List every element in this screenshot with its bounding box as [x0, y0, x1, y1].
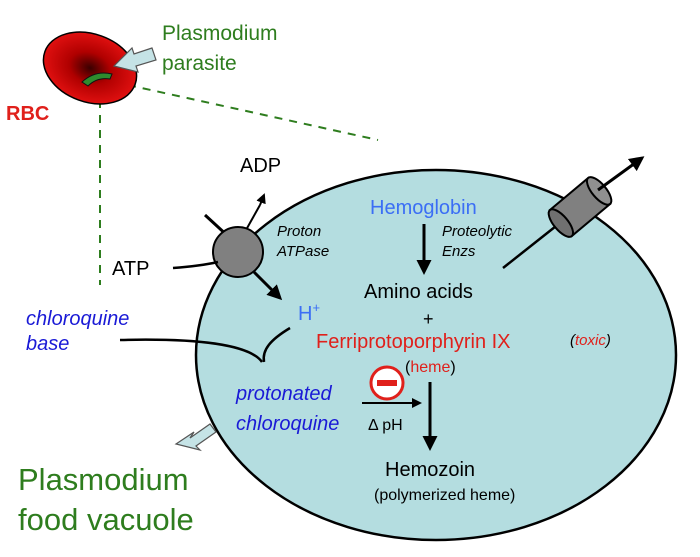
polymerized-heme-label: (polymerized heme)	[374, 487, 515, 504]
parasite-pointer-arrow	[112, 46, 157, 73]
food-vacuole-label: Plasmodium food vacuole	[18, 462, 197, 537]
proton-atpase-pump	[212, 226, 264, 278]
proteolytic-label: Proteolytic Enzs	[442, 223, 516, 260]
atp-label: ATP	[112, 258, 149, 280]
protonated-chloroquine-label: protonated chloroquine	[235, 383, 339, 435]
amino-acid-transporter	[547, 176, 613, 238]
adp-label: ADP	[240, 155, 281, 177]
atp-line	[172, 260, 219, 270]
heme-label: (heme)	[405, 359, 456, 376]
adp-arrow	[256, 193, 266, 206]
toxic-label: (toxic)	[570, 332, 611, 349]
food-vacuole	[194, 168, 678, 542]
chloroquine-path	[119, 338, 264, 363]
plus-sign: +	[423, 309, 434, 329]
ferri-label: Ferriprotoporphyrin IX	[316, 331, 511, 353]
hplus-arrow	[252, 270, 283, 301]
hemoglobin-label: Hemoglobin	[370, 197, 477, 219]
hplus-label: H+	[298, 300, 320, 325]
zoom-line-right	[127, 84, 379, 141]
atpase-stalk-right	[245, 204, 261, 231]
rbc-cell	[42, 31, 138, 105]
amino-acids-label: Amino acids	[364, 281, 473, 303]
parasite-shape	[81, 72, 113, 87]
rbc-label: RBC	[6, 103, 49, 125]
parasite-label: Plasmodium parasite	[162, 22, 283, 75]
hemozoin-label: Hemozoin	[385, 459, 475, 481]
proton-atpase-label: Proton ATPase	[276, 223, 329, 260]
amino-export-arrow	[597, 156, 645, 192]
vacuole-pointer-arrow	[174, 423, 217, 452]
inhibition-bar	[377, 380, 397, 386]
chloroquine-base-label: chloroquine base	[26, 308, 135, 355]
delta-ph-label: Δ pH	[368, 417, 403, 434]
protonation-path	[262, 326, 291, 363]
